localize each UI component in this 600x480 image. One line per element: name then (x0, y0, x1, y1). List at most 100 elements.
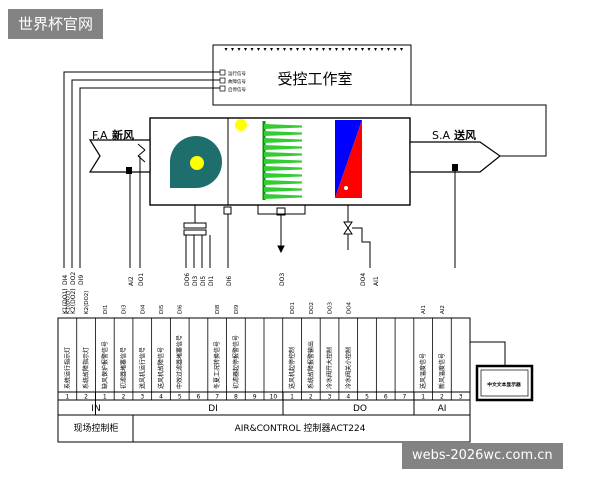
terminal-number: 5 (178, 394, 182, 401)
terminal-name: 新风温度信号 (438, 353, 446, 389)
room-signal-wires (63, 71, 220, 268)
legend-run: 运行信号 (228, 70, 246, 77)
terminal-code: DI1 (103, 305, 109, 314)
filter-pleat (264, 145, 302, 150)
watermark-bottom: webs-2026wc.com.cn (402, 443, 563, 469)
terminal-number: 4 (346, 394, 350, 401)
terminal-code: DI8 (215, 304, 221, 314)
side-signal-label: DI9 (78, 275, 85, 285)
legend-fault: 故障信号 (228, 78, 246, 85)
coil-connection-wire (257, 205, 306, 215)
duct-signal-label: DO3 (279, 273, 286, 286)
filter-pleat (264, 138, 302, 143)
duct-signal-label: DI1 (208, 276, 215, 286)
supply-air-code: S.A (432, 129, 450, 142)
fan-motor-icon (190, 156, 204, 170)
vent-mark (335, 48, 338, 51)
terminal-code: DI3 (122, 304, 128, 314)
display-panel-label: 中文文本显示器 (487, 381, 521, 388)
terminal-code: K1(DO1) (65, 291, 71, 314)
terminal-name: 初滤器起停报警信号 (232, 335, 240, 389)
terminal-code: K2(DO2) (84, 291, 90, 314)
terminal-number: 6 (384, 394, 388, 401)
terminal-number: 1 (65, 394, 69, 401)
vent-mark (322, 48, 325, 51)
vent-mark (315, 48, 319, 51)
terminal-name: 系统故障指示灯 (82, 347, 90, 389)
room-label: 受控工作室 (277, 70, 352, 88)
watermark-top: 世界杯官网 (8, 9, 104, 39)
uv-lamp-icon (235, 119, 247, 131)
duct-signal-label: AI1 (373, 276, 380, 286)
fault-signal-box (219, 77, 226, 84)
terminal-name: 冷水阀关小控制 (344, 347, 352, 389)
terminal-name: 系统运行指示灯 (63, 347, 71, 389)
filter-pleat (264, 194, 302, 199)
display-wire (470, 341, 506, 366)
duct-signal-label: DI6 (226, 276, 233, 286)
duct-signal-label: DI5 (200, 276, 207, 286)
terminal-name: 送风机起停控制 (288, 347, 296, 389)
fresh-air-inlet (88, 139, 151, 173)
terminal-number: 3 (459, 394, 463, 401)
controlled-room-box (212, 44, 412, 106)
vent-mark (309, 48, 312, 51)
terminal-name: 冬夏工况转换信号 (213, 341, 221, 389)
duct-signal-label: AI2 (128, 276, 135, 286)
group-ai: AI (438, 404, 447, 414)
terminal-code: DO4 (346, 301, 352, 314)
terminal-names: 系统运行指示灯系统故障指示灯缺风保护报警信号初滤器堵塞信号送风机运行信号送风机故… (63, 335, 446, 389)
terminal-number: 2 (122, 394, 126, 401)
terminal-columns (57, 318, 471, 415)
terminal-code: DI6 (178, 304, 184, 314)
side-signal-label: K1(DO1) (62, 288, 69, 314)
vent-mark (250, 48, 254, 51)
vent-mark (400, 48, 403, 51)
terminal-name: 系统故障报警输出 (307, 341, 315, 389)
vent-mark (387, 48, 390, 51)
room-ceiling-vents (224, 48, 403, 51)
terminal-number: 1 (421, 394, 425, 401)
duct-signal-label: DO6 (184, 273, 191, 286)
terminal-number: 7 (403, 394, 407, 401)
supply-air-name: 送风 (453, 128, 476, 142)
fresh-air-name: 新风 (112, 128, 134, 142)
terminal-name: 中效过滤器堵塞信号 (176, 335, 184, 389)
terminal-number: 3 (140, 394, 144, 401)
terminal-name: 初滤器堵塞信号 (120, 347, 128, 389)
vent-mark (244, 48, 247, 51)
group-in: IN (91, 404, 100, 414)
vent-mark (393, 48, 397, 51)
terminal-code: DO1 (290, 302, 296, 314)
side-signal-label: K2(DO2) (70, 288, 77, 314)
filter-pleat (264, 152, 302, 157)
group-di: DI (208, 404, 218, 414)
vent-mark (276, 48, 280, 51)
chilled-water-valve (343, 205, 371, 250)
vent-mark (302, 48, 306, 51)
vent-mark (257, 48, 260, 51)
supply-fan (170, 136, 222, 188)
field-wires (129, 156, 456, 268)
terminal-number: 9 (253, 394, 257, 401)
filter-pleat (264, 187, 302, 192)
terminal-number: 1 (290, 394, 294, 401)
filter-pleat (264, 166, 302, 171)
terminal-number: 2 (440, 394, 444, 401)
wire-arrow (277, 245, 285, 254)
duct-signal-label: DO1 (138, 273, 145, 286)
run-signal-box (219, 69, 226, 76)
vent-mark (341, 48, 345, 51)
vent-mark (263, 48, 267, 51)
vent-mark (328, 48, 332, 51)
terminal-code: DO2 (309, 302, 315, 314)
vent-mark (361, 48, 364, 51)
cooling-coil (335, 120, 362, 198)
terminal-number: 3 (328, 394, 332, 401)
duct-signal-label: DI3 (192, 276, 199, 286)
start-stop-signal-box (219, 85, 226, 92)
